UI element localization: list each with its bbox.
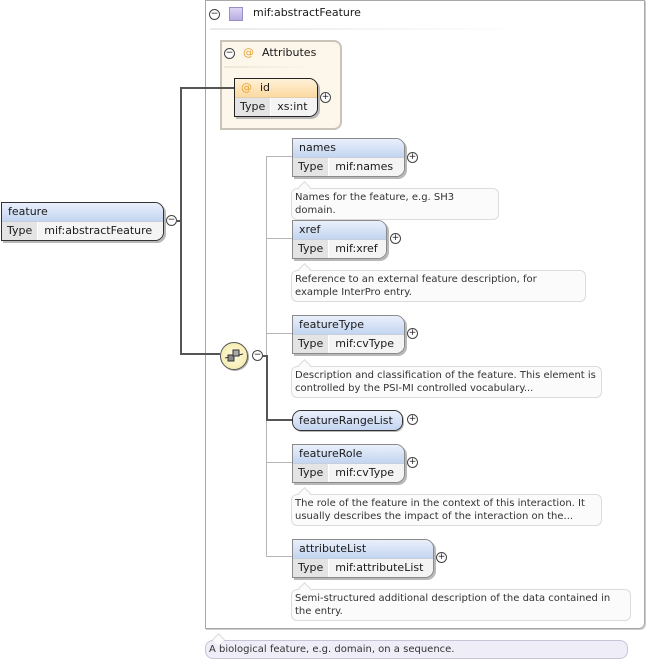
connector-root-trunk [180, 88, 182, 354]
root-element-feature[interactable]: feature Type mif:abstractFeature [1, 202, 164, 241]
connector-attributeList [266, 556, 292, 557]
attribute-name: id [260, 81, 271, 94]
root-element-name: feature [2, 203, 163, 222]
element-name: featureType [293, 316, 404, 335]
type-label: Type [293, 335, 330, 353]
root-type-label: Type [2, 222, 39, 240]
expand-featureType-button[interactable]: + [407, 328, 418, 339]
type-label: Type [293, 158, 330, 176]
doc-xref: Reference to an external feature descrip… [291, 270, 586, 302]
expand-attributeList-button[interactable]: + [436, 552, 447, 563]
root-type-value: mif:abstractFeature [38, 222, 163, 240]
element-featureRangeList[interactable]: featureRangeList [292, 410, 403, 431]
connector-sequence-stub [262, 355, 267, 357]
connector-root-to-attributes [180, 87, 234, 89]
doc-featureType: Description and classification of the fe… [291, 366, 602, 398]
type-label: Type [293, 464, 330, 482]
connector-featureType [266, 333, 292, 334]
complex-type-title: mif:abstractFeature [253, 6, 361, 19]
complex-type-frame [205, 0, 645, 629]
attribute-type-label: Type [235, 98, 272, 116]
expand-featureRole-button[interactable]: + [407, 457, 418, 468]
attributes-title-underline [224, 66, 314, 68]
expand-attribute-id-button[interactable]: + [320, 92, 331, 103]
expand-xref-button[interactable]: + [390, 233, 401, 244]
collapse-attributes-button[interactable]: − [224, 48, 235, 59]
connector-xref [266, 238, 292, 239]
type-label: Type [293, 559, 330, 577]
complex-type-title-underline [210, 28, 530, 30]
connector-names [266, 156, 292, 157]
type-value: mif:names [329, 158, 404, 176]
connector-sequence-to-featureRangeList [266, 355, 268, 420]
connector-featureRangeList [266, 419, 292, 421]
attribute-id[interactable]: @ id Type xs:int [234, 78, 318, 117]
complex-type-square-icon [229, 7, 243, 21]
connector-root-stub [176, 220, 181, 222]
doc-names: Names for the feature, e.g. SH3 domain. [291, 188, 499, 220]
connector-root-to-sequence [180, 353, 220, 355]
attributes-title: Attributes [262, 46, 317, 59]
doc-featureRole: The role of the feature in the context o… [291, 494, 602, 526]
element-name: names [293, 139, 404, 158]
sequence-compositor-icon[interactable] [220, 342, 248, 370]
doc-attributeList: Semi-structured additional description o… [291, 589, 631, 621]
type-value: mif:attributeList [329, 559, 433, 577]
collapse-complex-type-button[interactable]: − [209, 9, 220, 20]
attribute-type-value: xs:int [271, 98, 317, 116]
expand-featureRangeList-button[interactable]: + [407, 414, 418, 425]
type-value: mif:cvType [329, 464, 404, 482]
expand-names-button[interactable]: + [407, 152, 418, 163]
element-name: featureRole [293, 445, 404, 464]
at-sign-icon: @ [241, 81, 252, 94]
doc-root-feature: A biological feature, e.g. domain, on a … [205, 640, 628, 659]
type-value: mif:cvType [329, 335, 404, 353]
element-name: featureRangeList [293, 411, 402, 430]
connector-featureRole [266, 462, 292, 463]
at-sign-icon: @ [243, 46, 254, 59]
type-value: mif:xref [329, 240, 386, 258]
type-label: Type [293, 240, 330, 258]
element-name: xref [293, 221, 386, 240]
element-name: attributeList [293, 540, 433, 559]
